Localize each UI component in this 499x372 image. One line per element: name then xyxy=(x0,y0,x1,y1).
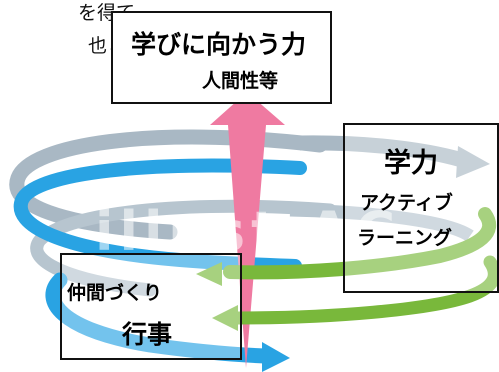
top-box-title: 学びに向かう力 xyxy=(131,30,307,59)
left-label-box xyxy=(60,253,242,360)
right-box-line-1: アクティブ xyxy=(360,192,453,214)
right-box-title: 学力 xyxy=(384,148,438,179)
pink-growth-arrow xyxy=(210,92,285,368)
spiral-band-gray-right xyxy=(299,135,465,168)
gray-arrowhead xyxy=(456,146,490,178)
spiral-band-green-lower xyxy=(231,255,499,325)
top-label-box xyxy=(111,11,332,104)
right-label-box xyxy=(343,123,499,293)
blue-arrowhead xyxy=(262,342,290,372)
left-box-line-2: 行事 xyxy=(122,320,173,349)
green-arrowhead-upper xyxy=(196,262,222,286)
left-box-line-1: 仲間づくり xyxy=(67,282,163,304)
top-box-subtitle: 人間性等 xyxy=(202,70,279,92)
green-arrowhead-lower xyxy=(212,305,238,331)
spiral-band-blue-upper xyxy=(13,158,307,273)
right-box-line-2: ラーニング xyxy=(357,227,453,249)
spiral-band-blue-lower xyxy=(45,272,273,364)
spiral-band-gray-middle-right xyxy=(289,203,474,242)
spiral-band-green-upper xyxy=(223,207,497,280)
watermark: illust AC xyxy=(95,200,402,263)
